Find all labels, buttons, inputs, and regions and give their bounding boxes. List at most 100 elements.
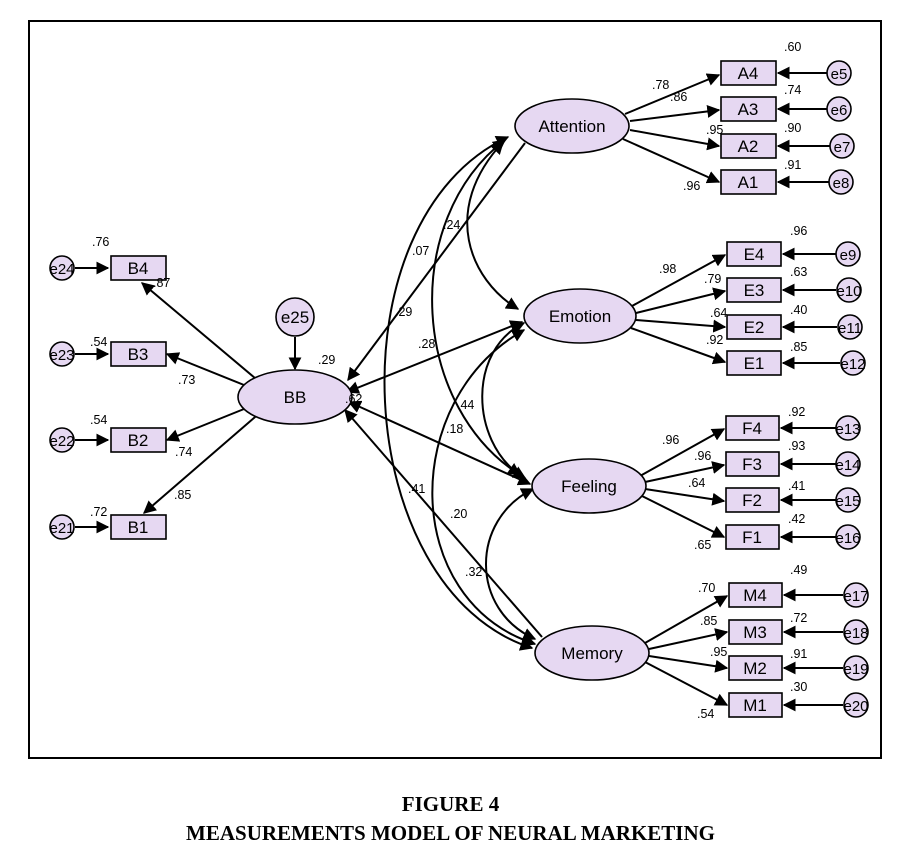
r2-F4: .92: [788, 405, 805, 419]
svg-text:e12: e12: [840, 356, 865, 373]
error-e24: e24: [49, 255, 75, 281]
svg-text:E1: E1: [744, 354, 765, 373]
covariance-edges: [383, 136, 537, 651]
error-e9: e9: [835, 241, 861, 267]
loading-M1: .54: [697, 707, 714, 721]
error-e8: e8: [828, 169, 854, 195]
cov-attention-emotion: [466, 141, 520, 310]
latent-memory: Memory: [534, 625, 650, 681]
cov-attention-memory: [383, 136, 534, 651]
r2-E4: .96: [790, 224, 807, 238]
svg-text:e5: e5: [831, 66, 848, 83]
svg-text:Memory: Memory: [561, 644, 623, 663]
loading-edges: [141, 73, 729, 706]
indicator-nodes: A4 A3 A2 A1 E4 E3 E2 E1 F4 F3 F2 F1 M4 M…: [110, 60, 783, 718]
r2-F3: .93: [788, 439, 805, 453]
error-e22: e22: [49, 427, 75, 453]
indicator-E3: E3: [726, 277, 782, 303]
indicator-E4: E4: [726, 241, 782, 267]
error-e19: e19: [843, 655, 869, 681]
loading-F1: .65: [694, 538, 711, 552]
error-e16: e16: [835, 524, 861, 550]
indicator-B4: B4: [110, 255, 167, 281]
r2-B4: .76: [92, 235, 109, 249]
r2-M2: .91: [790, 647, 807, 661]
svg-text:e15: e15: [835, 493, 860, 510]
figure-title: MEASUREMENTS MODEL OF NEURAL MARKETING: [186, 821, 715, 845]
loading-F3: .96: [694, 449, 711, 463]
indicator-F4: F4: [725, 415, 780, 441]
svg-text:e17: e17: [843, 588, 868, 605]
loading-M3: .85: [700, 614, 717, 628]
r2-A3: .74: [784, 83, 801, 97]
svg-text:e25: e25: [281, 308, 309, 327]
svg-text:e18: e18: [843, 625, 868, 642]
indicator-M2: M2: [728, 655, 783, 681]
indicator-M4: M4: [728, 582, 783, 608]
error-e12: e12: [840, 350, 866, 376]
error-nodes: e5 e6 e7 e8 e9 e10 e11 e12 e13 e14 e15 e…: [49, 60, 869, 718]
error-e25: e25: [275, 297, 315, 337]
indicator-E2: E2: [726, 314, 782, 340]
cov-attention-emotion-label: .24: [443, 218, 460, 232]
svg-text:e24: e24: [49, 261, 74, 278]
loading-F4: .96: [662, 433, 679, 447]
indicator-A1: A1: [720, 169, 777, 195]
r2-F2: .41: [788, 479, 805, 493]
indicator-A2: A2: [720, 133, 777, 159]
diagram-frame: [28, 20, 882, 759]
path-emotion-bb: [345, 320, 524, 394]
svg-text:F1: F1: [742, 528, 762, 547]
error-e18: e18: [843, 619, 869, 645]
cov-attention-feeling-label: .07: [412, 244, 429, 258]
indicator-M1: M1: [728, 692, 783, 718]
latent-feeling: Feeling: [531, 458, 647, 514]
loading-B2: .74: [175, 445, 192, 459]
svg-text:BB: BB: [284, 388, 307, 407]
svg-text:e11: e11: [838, 320, 862, 337]
indicator-F2: F2: [725, 487, 780, 513]
loading-A4: .78: [652, 78, 669, 92]
error-e20: e20: [843, 692, 869, 718]
loading-E3: .79: [704, 272, 721, 286]
cov-feeling-memory-label: .32: [465, 565, 482, 579]
svg-text:F3: F3: [742, 455, 762, 474]
svg-text:e21: e21: [49, 520, 74, 537]
svg-text:Emotion: Emotion: [549, 307, 611, 326]
error-e17: e17: [843, 582, 869, 608]
indicator-A4: A4: [720, 60, 777, 86]
loading-B4: .87: [153, 276, 170, 290]
svg-text:F2: F2: [742, 491, 762, 510]
indicator-F1: F1: [725, 524, 780, 550]
error-e15: e15: [835, 487, 861, 513]
svg-text:A2: A2: [738, 137, 759, 156]
r2-B1: .72: [90, 505, 107, 519]
svg-text:B4: B4: [128, 259, 149, 278]
cov-emotion-feeling: [481, 322, 526, 476]
svg-text:A3: A3: [738, 100, 759, 119]
svg-text:e20: e20: [843, 698, 868, 715]
error-e10: e10: [836, 277, 862, 303]
svg-text:M4: M4: [743, 586, 767, 605]
svg-text:e16: e16: [835, 530, 860, 547]
svg-text:M2: M2: [743, 659, 767, 678]
error-e5: e5: [826, 60, 852, 86]
r2-M3: .72: [790, 611, 807, 625]
error-e14: e14: [835, 451, 861, 477]
svg-text:E2: E2: [744, 318, 765, 337]
r2-BB: .29: [318, 353, 335, 367]
r2-B3: .54: [90, 335, 107, 349]
svg-text:e8: e8: [833, 175, 850, 192]
r2-A2: .90: [784, 121, 801, 135]
svg-text:e13: e13: [835, 421, 860, 438]
loading-A2: .95: [706, 123, 723, 137]
indicator-B1: B1: [110, 514, 167, 540]
indicator-B3: B3: [110, 341, 167, 367]
r2-M1: .30: [790, 680, 807, 694]
loading-F2: .64: [688, 476, 705, 490]
svg-text:e19: e19: [843, 661, 868, 678]
svg-text:e9: e9: [840, 247, 857, 264]
svg-text:M3: M3: [743, 623, 767, 642]
path-memory-bb-label: .41: [408, 482, 425, 496]
